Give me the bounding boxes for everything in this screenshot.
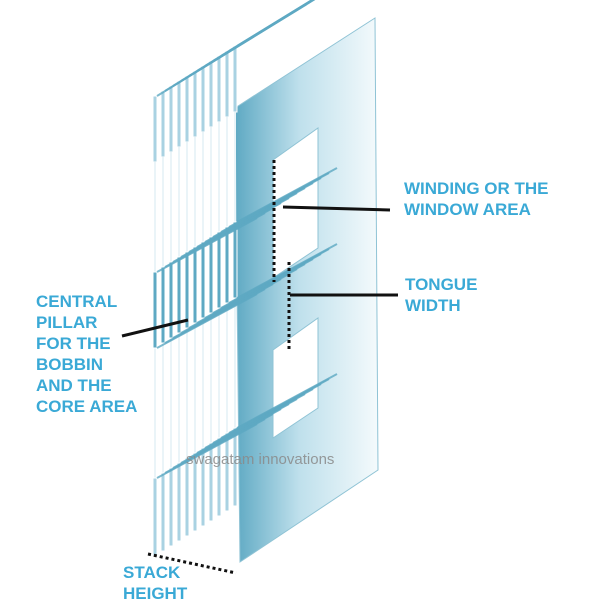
lamination-top-limb <box>216 55 222 123</box>
lamination-top-limb <box>152 95 158 163</box>
lamination-bottom-limb <box>216 437 222 517</box>
lamination-top-limb <box>160 90 166 158</box>
lamination-top-limb <box>224 50 230 118</box>
lamination-tongue <box>224 226 230 304</box>
lamination-stack <box>152 0 338 557</box>
lamination-top-limb <box>200 65 206 133</box>
window-area-label: WINDING OR THE WINDOW AREA <box>404 179 549 219</box>
watermark: swagatam innovations <box>186 451 335 468</box>
lamination-bottom-limb <box>184 457 190 537</box>
lamination-edge <box>156 423 258 479</box>
lamination-top-limb <box>176 80 182 148</box>
lamination-bottom-limb <box>224 432 230 512</box>
lamination-edge <box>156 293 258 349</box>
central-pillar-pointer <box>121 318 189 338</box>
tongue-width-label: TONGUE WIDTH <box>405 275 478 315</box>
lamination-tongue <box>152 271 158 349</box>
lamination-bottom-limb <box>176 462 182 542</box>
lamination-top-limb <box>184 75 190 143</box>
lamination-tongue <box>192 246 198 324</box>
lamination-edge <box>156 217 258 273</box>
lamination-tongue <box>216 231 222 309</box>
lamination-tongue <box>160 266 166 344</box>
lamination-top-limb <box>192 70 198 138</box>
lamination-bottom-limb <box>232 427 238 507</box>
lamination-bottom-limb <box>208 442 214 522</box>
lamination-bottom-limb <box>152 477 158 557</box>
lamination-sheet <box>152 3 308 557</box>
lamination-tongue <box>232 221 238 299</box>
pointer-lines <box>121 160 398 575</box>
lamination-top-limb <box>208 60 214 128</box>
lamination-bottom-limb <box>200 447 206 527</box>
lamination-tongue <box>168 261 174 339</box>
lamination-tongue <box>200 241 206 319</box>
lamination-tongue <box>208 236 214 314</box>
lamination-tongue <box>184 251 190 329</box>
lamination-bottom-limb <box>160 472 166 552</box>
lamination-top-limb <box>232 45 238 113</box>
central-pillar-label: CENTRAL PILLAR FOR THE BOBBIN AND THE CO… <box>36 292 138 416</box>
lamination-edge <box>156 3 308 97</box>
lamination-bottom-limb <box>168 467 174 547</box>
lamination-top-limb <box>168 85 174 153</box>
window-area-pointer <box>282 205 391 212</box>
stack-height-label: STACK HEIGHT <box>123 563 188 603</box>
lamination-bottom-limb <box>192 452 198 532</box>
